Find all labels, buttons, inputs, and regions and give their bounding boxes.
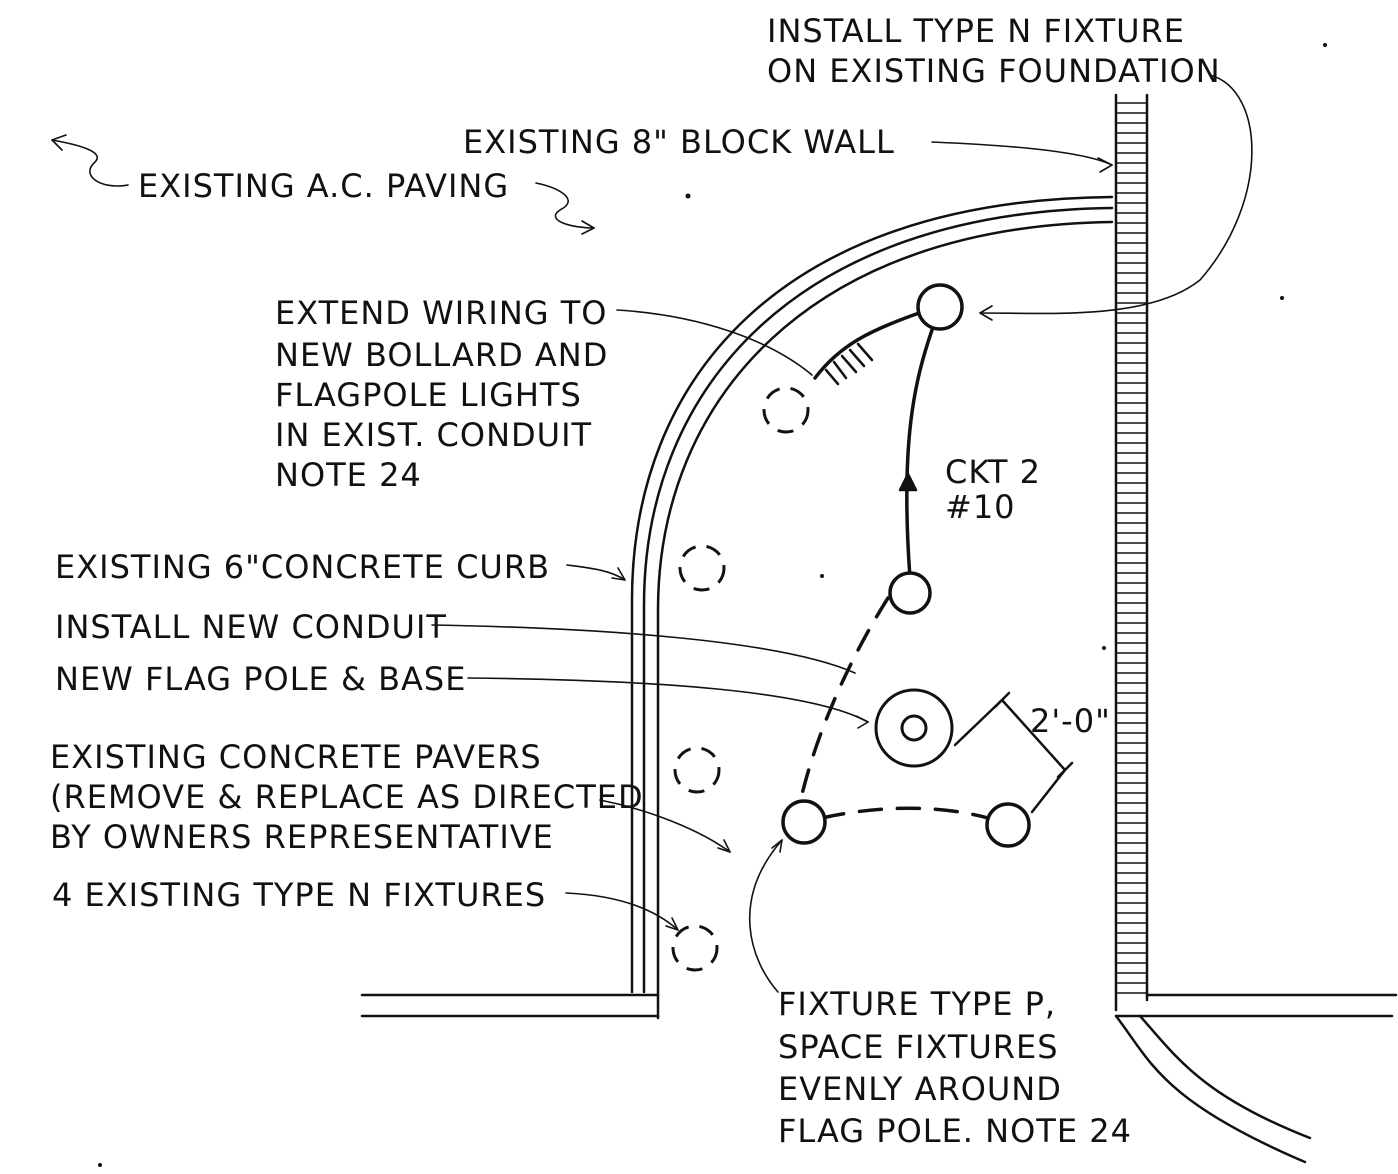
new-conduit-run-2 <box>820 806 990 820</box>
note-curb: EXISTING 6"CONCRETE CURB <box>55 548 550 586</box>
conductor-ticks <box>824 342 874 386</box>
leader-extend-wiring <box>616 309 813 376</box>
leader-ac-paving-left <box>51 139 129 187</box>
leader-install-fixture <box>979 74 1253 315</box>
leader-ac-paving-left-arrow <box>51 134 67 151</box>
leader-pavers-arrow <box>717 839 731 853</box>
note-fixture-p-line1: FIXTURE TYPE P, <box>778 985 1056 1023</box>
flag-pole-base-outer <box>874 688 954 768</box>
dimension-2ft <box>953 691 1074 814</box>
leader-curb <box>566 564 626 581</box>
leader-ac-paving-right <box>535 182 595 229</box>
note-extend-wiring-line2: NEW BOLLARD AND <box>275 336 608 374</box>
note-conduit: INSTALL NEW CONDUIT <box>55 608 447 646</box>
note-extend-wiring-line1: EXTEND WIRING TO <box>275 294 607 332</box>
concrete-curb <box>360 195 1114 1020</box>
circuit-wiring <box>796 310 990 820</box>
new-conduit-run-1 <box>796 596 890 814</box>
home-run-arrow <box>898 472 918 492</box>
wire-to-bollard <box>813 310 924 380</box>
curb-inner-edge <box>656 220 1114 1020</box>
flag-pole-base <box>874 688 954 768</box>
note-pavers-line1: EXISTING CONCRETE PAVERS <box>50 738 542 776</box>
fixtures <box>671 283 1031 972</box>
curb-middle-edge <box>642 206 1114 994</box>
existing-type-n-fixture-1 <box>762 386 810 434</box>
wall-curve-inner <box>1138 1014 1312 1140</box>
note-extend-wiring-line3: FLAGPOLE LIGHTS <box>275 376 582 414</box>
note-extend-wiring-line4: IN EXIST. CONDUIT <box>275 416 592 454</box>
leader-curb-arrow <box>611 567 626 581</box>
wire-ckt2 <box>905 328 934 580</box>
note-dimension: 2'-0" <box>1030 702 1111 740</box>
note-fixture-p-line4: FLAG POLE. NOTE 24 <box>778 1112 1132 1150</box>
note-fixture-p-line3: EVENLY AROUND <box>778 1070 1062 1108</box>
leader-lines <box>51 74 1253 993</box>
annotations: INSTALL TYPE N FIXTURE ON EXISTING FOUND… <box>50 12 1221 1150</box>
block-wall <box>1114 93 1398 1164</box>
note-block-wall: EXISTING 8" BLOCK WALL <box>463 123 895 161</box>
note-fixture-p-line2: SPACE FIXTURES <box>778 1028 1059 1066</box>
leader-fixture-p <box>748 839 783 993</box>
leader-block-wall-arrow <box>1097 157 1113 173</box>
block-wall-hatching <box>1117 102 1146 994</box>
note-pavers-line2: (REMOVE & REPLACE AS DIRECTED <box>50 778 644 816</box>
leader-block-wall <box>931 141 1113 166</box>
curb-outer-edge <box>630 195 1114 994</box>
note-ckt-line1: CKT 2 <box>945 453 1041 491</box>
note-extend-wiring-line5: NOTE 24 <box>275 456 422 494</box>
flag-pole-center <box>900 714 928 742</box>
leader-fixture-p-arrow <box>771 839 783 853</box>
type-n-fixture-new <box>916 283 964 331</box>
note-ac-paving: EXISTING A.C. PAVING <box>138 167 509 205</box>
type-p-fixture-1 <box>781 799 827 845</box>
scan-specks <box>98 43 1327 1167</box>
note-existing-fixtures: 4 EXISTING TYPE N FIXTURES <box>52 876 546 914</box>
type-p-fixture-2 <box>985 802 1031 848</box>
leader-conduit <box>431 624 856 674</box>
existing-type-n-fixture-3 <box>673 746 721 794</box>
leader-install-fixture-arrow <box>979 305 993 321</box>
note-install-fixture-line2: ON EXISTING FOUNDATION <box>767 52 1221 90</box>
existing-type-n-fixture-4 <box>671 924 719 972</box>
leader-pavers <box>599 799 731 853</box>
note-install-fixture-line1: INSTALL TYPE N FIXTURE <box>767 12 1185 50</box>
note-pavers-line3: BY OWNERS REPRESENTATIVE <box>50 818 554 856</box>
note-ckt-line2: #10 <box>945 488 1016 526</box>
note-flag-pole: NEW FLAG POLE & BASE <box>55 660 466 698</box>
bollard-fixture <box>888 571 932 615</box>
leader-flag-pole-arrow <box>855 715 869 729</box>
leader-existing-fixtures <box>565 892 679 931</box>
leader-ac-paving-right-arrow <box>581 220 595 235</box>
leader-flag-pole <box>467 677 869 723</box>
existing-type-n-fixture-2 <box>678 544 726 592</box>
wall-curve-outer <box>1114 1014 1307 1164</box>
leader-existing-fixtures-arrow <box>665 917 679 931</box>
